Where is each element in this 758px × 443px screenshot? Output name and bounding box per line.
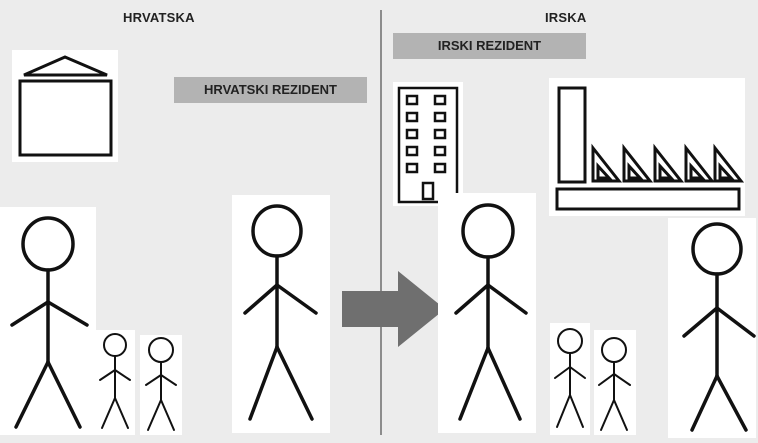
stick-figure-icon [682,222,756,432]
child-panel [95,330,135,435]
factory-icon [555,86,745,211]
apartment-panel [393,82,463,206]
child-panel [594,330,636,435]
factory-panel [549,78,745,216]
country-label-croatia: HRVATSKA [123,10,195,25]
stick-figure-icon [145,337,177,431]
resident-panel-croatia [232,195,330,433]
country-divider [380,10,382,435]
stick-figure-icon [598,337,631,431]
house-panel [12,50,118,162]
child-panel [550,323,590,435]
stick-figure-icon [99,333,131,429]
resident-panel-ireland [438,193,536,433]
stick-figure-icon [554,328,586,428]
country-label-ireland: IRSKA [545,10,587,25]
stick-figure-icon [243,204,318,421]
apartment-building-icon [397,86,459,204]
right-arrow-icon [342,271,445,347]
irish-resident-badge: IRSKI REZIDENT [393,33,586,59]
person-panel [668,218,756,438]
person-panel [0,207,96,435]
house-icon [18,55,113,157]
croatian-resident-badge: HRVATSKI REZIDENT [174,77,367,103]
stick-figure-icon [10,216,89,429]
stick-figure-icon [454,203,528,421]
child-panel [140,335,182,435]
